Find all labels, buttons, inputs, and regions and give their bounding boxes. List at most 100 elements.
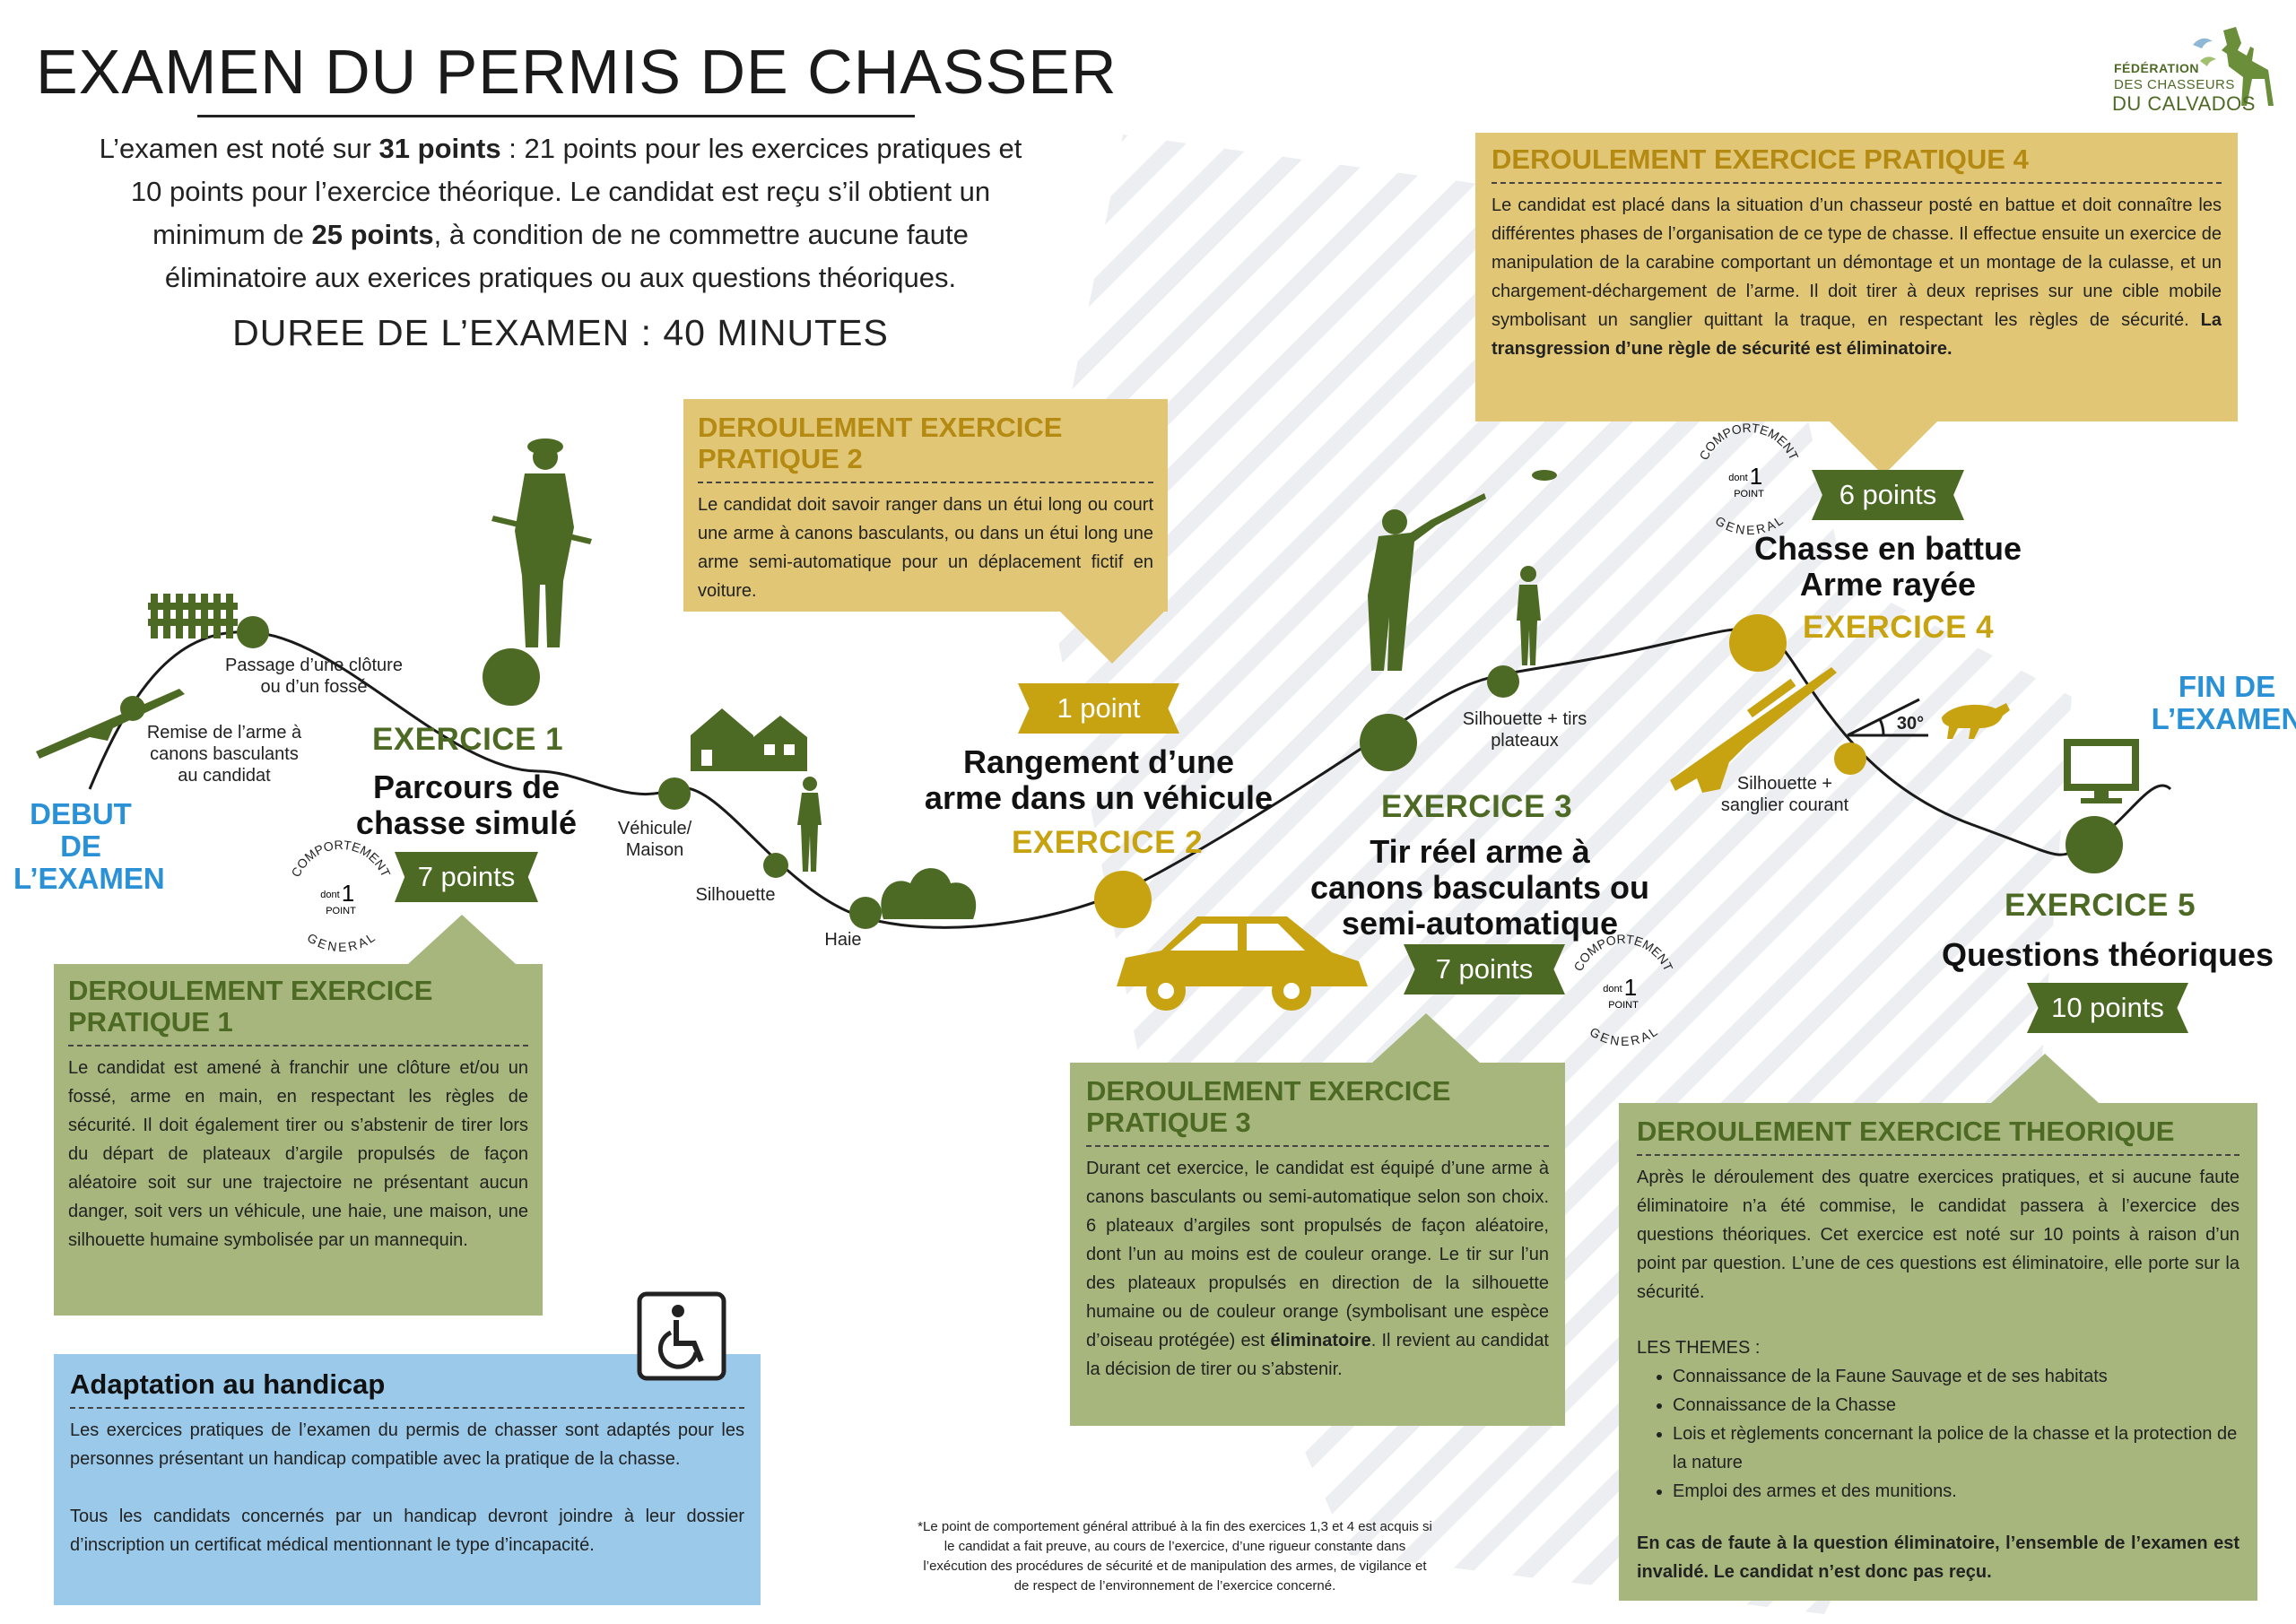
- panel-exercice-3: DEROULEMENT EXERCICE PRATIQUE 3 Durant c…: [1070, 1063, 1565, 1426]
- badge-num: 1: [1624, 974, 1637, 1001]
- exercise-4-dot: [1729, 614, 1787, 672]
- exercise-2-points: 1 point: [1018, 683, 1179, 734]
- badge-dont: dont: [1603, 984, 1622, 994]
- panel-4-pointer: [1830, 421, 1937, 475]
- exercise-2-name-line: arme dans un véhicule: [924, 779, 1274, 816]
- intro-total-points: 31 points: [378, 133, 501, 164]
- step-passage-label: Passage d’une clôture ou d’un fossé: [215, 655, 413, 698]
- logo-line-2: DES CHASSEURS: [2114, 77, 2235, 92]
- exercise-1-points: 7 points: [395, 852, 538, 902]
- step-remise-line: Remise de l’arme à: [146, 723, 302, 743]
- step-haie-label: Haie: [824, 930, 862, 950]
- step-passage-line: ou d’un fossé: [260, 677, 368, 697]
- step-vehicule-dot: [658, 777, 691, 810]
- intro-text: L’examen est noté sur 31 points : 21 poi…: [54, 127, 1067, 300]
- step-passage-line: Passage d’une clôture: [225, 656, 403, 675]
- step-sanglier-line: sanglier courant: [1720, 795, 1849, 815]
- exercise-4-points: 6 points: [1812, 470, 1964, 520]
- panel-2-text: Le candidat doit savoir ranger dans un é…: [698, 495, 1153, 601]
- logo-line-3: DU CALVADOS: [2112, 92, 2256, 115]
- panel-4-title: DEROULEMENT EXERCICE PRATIQUE 4: [1492, 143, 2029, 175]
- panel-3-pointer: [1372, 1013, 1480, 1063]
- intro-line-1: L’examen est noté sur 31 points : 21 poi…: [54, 127, 1067, 170]
- shooting-hunter-icon: [1368, 470, 1557, 671]
- exam-duration: DUREE DE L’EXAMEN : 40 MINUTES: [232, 312, 889, 353]
- handicap-title: Adaptation au handicap: [70, 1368, 386, 1400]
- step-silhouette-tirs-dot: [1487, 665, 1519, 698]
- exercise-2-dot: [1094, 871, 1152, 928]
- panel-2-title-line: PRATIQUE 2: [698, 443, 863, 474]
- handicap-text-1: Les exercices pratiques de l’examen du p…: [70, 1420, 744, 1469]
- handicap-text-2: Tous les candidats concernés par un hand…: [70, 1507, 744, 1555]
- panel-exercice-theorique: DEROULEMENT EXERCICE THEORIQUE Après le …: [1619, 1103, 2257, 1601]
- panel-5-themes-list: Connaissance de la Faune Sauvage et de s…: [1637, 1362, 2239, 1506]
- badge-top-text: COMPORTEMENT: [1696, 421, 1801, 463]
- exercise-5-title: EXERCICE 5: [2005, 888, 2196, 923]
- theme-item: Connaissance de la Chasse: [1673, 1391, 2239, 1420]
- car-icon: [1117, 916, 1368, 1011]
- panel-5-warning: En cas de faute à la question éliminatoi…: [1637, 1533, 2239, 1582]
- exercise-1-dot: [483, 648, 540, 706]
- panel-4-divider: [1492, 182, 2222, 184]
- badge-num: 1: [1750, 463, 1762, 490]
- intro-line-1-a: L’examen est noté sur: [99, 133, 379, 164]
- step-sanglier-label: Silhouette + sanglier courant: [1704, 773, 1866, 816]
- step-vehicule-line: Véhicule/: [617, 819, 692, 838]
- footnote: *Le point de comportement général attrib…: [918, 1519, 1432, 1594]
- intro-line-4: éliminatoire aux exerices pratiques ou a…: [164, 262, 957, 293]
- end-label-line-2: L’EXAMEN: [2151, 702, 2296, 735]
- badge-dont: dont: [320, 890, 339, 900]
- step-remise-line: canons basculants: [150, 744, 299, 764]
- panel-5-themes-label: LES THEMES :: [1637, 1338, 1761, 1358]
- badge-top-text: COMPORTEMENT: [288, 838, 393, 880]
- panel-exercice-4: DEROULEMENT EXERCICE PRATIQUE 4 Le candi…: [1475, 133, 2238, 421]
- panel-4-text-warning: La transgression d’une règle de sécurité…: [1492, 310, 2222, 359]
- panel-5-text: Après le déroulement des quatre exercice…: [1637, 1168, 2239, 1302]
- panel-1-divider: [68, 1045, 528, 1046]
- panel-exercice-1: DEROULEMENT EXERCICE PRATIQUE 1 Le candi…: [54, 964, 543, 1316]
- badge-point: POINT: [326, 906, 356, 916]
- title-divider: [197, 115, 915, 117]
- intro-min-points: 25 points: [311, 219, 434, 250]
- computer-monitor-icon: [2064, 739, 2139, 803]
- panel-3-divider: [1086, 1145, 1549, 1147]
- step-passage-dot: [237, 616, 269, 648]
- panel-5-title: DEROULEMENT EXERCICE THEORIQUE: [1637, 1116, 2175, 1147]
- step-remise-line: au candidat: [178, 766, 271, 786]
- badge-dont: dont: [1728, 473, 1747, 483]
- angle-label: 30°: [1896, 714, 1925, 734]
- badge-point: POINT: [1734, 489, 1764, 499]
- comportement-badge-ex4: COMPORTEMENT GENERAL dont 1 POINT: [1696, 421, 1801, 537]
- step-silhouette-label: Silhouette: [695, 885, 776, 905]
- theme-item: Lois et règlements concernant la police …: [1673, 1420, 2239, 1477]
- comportement-badge-ex1: COMPORTEMENT GENERAL dont 1 POINT: [288, 838, 393, 954]
- handicap-divider: [70, 1407, 744, 1409]
- panel-2-title-line: DEROULEMENT EXERCICE: [698, 412, 1063, 443]
- wheelchair-icon: [637, 1291, 726, 1381]
- intro-line-3: minimum de 25 points, à condition de ne …: [54, 213, 1067, 256]
- panel-3-title-line: DEROULEMENT EXERCICE: [1086, 1075, 1451, 1107]
- start-label: DEBUT DE L’EXAMEN: [13, 798, 165, 895]
- exercise-2-name-line: Rangement d’une: [962, 743, 1235, 780]
- panel-handicap: Adaptation au handicap Les exercices pra…: [54, 1354, 761, 1605]
- exercise-3-name: Tir réel arme à canons basculants ou sem…: [1283, 834, 1677, 942]
- human-silhouette-icon: [797, 777, 822, 872]
- exercise-4-name-line: Chasse en battue: [1753, 530, 2022, 567]
- house-icon: [691, 708, 807, 771]
- exercise-1-name-line: chasse simulé: [355, 804, 578, 841]
- logo-line-1: FÉDÉRATION: [2114, 61, 2199, 75]
- panel-exercice-2: DEROULEMENT EXERCICE PRATIQUE 2 Le candi…: [683, 399, 1168, 612]
- intro-line-3-c: , à condition de ne commettre aucune fau…: [433, 219, 969, 250]
- hunter-with-rifle-icon: [491, 439, 592, 647]
- end-label: FIN DE L’EXAMEN: [2151, 671, 2296, 735]
- step-sanglier-dot: [1834, 743, 1866, 775]
- panel-4-text: Le candidat est placé dans la situation …: [1492, 191, 2222, 363]
- step-vehicule-line: Maison: [625, 840, 684, 860]
- panel-3-text: Durant cet exercice, le candidat est équ…: [1086, 1154, 1549, 1384]
- step-silhouette-tirs-label: Silhouette + tirs plateaux: [1444, 708, 1605, 751]
- badge-point: POINT: [1608, 1000, 1639, 1011]
- intro-line-2: 10 points pour l’exercice théorique. Le …: [130, 176, 991, 207]
- exercise-3-name-line: semi-automatique: [1341, 905, 1619, 942]
- exercise-1-name-line: Parcours de: [372, 769, 561, 805]
- exercise-1-name: Parcours de chasse simulé: [332, 769, 601, 841]
